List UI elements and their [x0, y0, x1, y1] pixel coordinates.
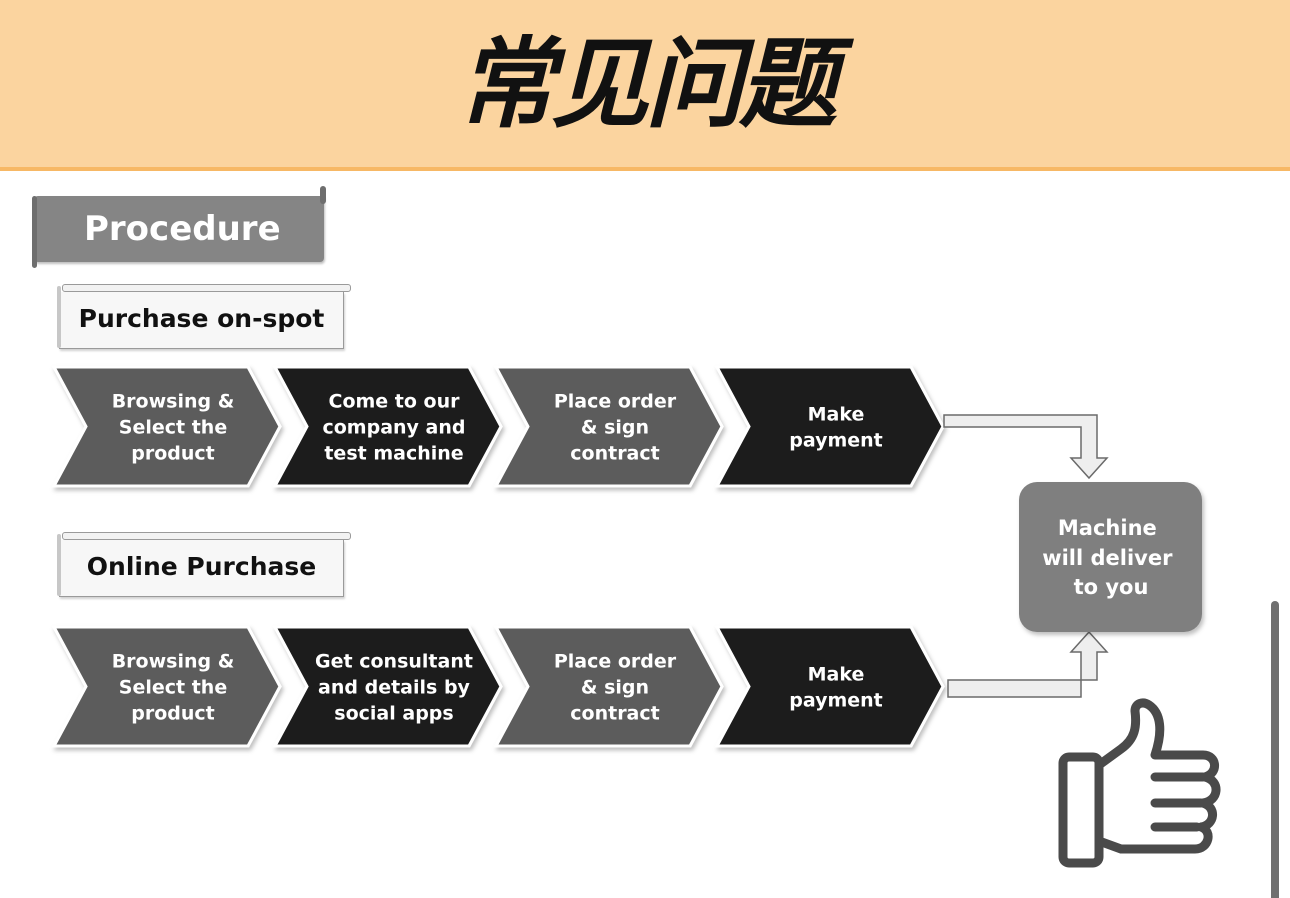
procedure-label: Procedure: [84, 209, 281, 249]
step-chevron-2-4: [714, 625, 945, 748]
step-chevron-1-4: [714, 365, 945, 488]
step-chevron-1-2: [272, 365, 503, 488]
scrollbar[interactable]: [1271, 601, 1279, 898]
lane-label-on-spot: Purchase on-spot: [78, 304, 325, 333]
result-line-2: will deliver: [1042, 546, 1173, 570]
result-line-1: Machine: [1058, 516, 1157, 540]
lane-label-tag-on-spot: Purchase on-spot: [57, 284, 351, 349]
arrow-to-result-bottom: [947, 630, 1109, 698]
svg-text:Machine will deliver: Machine will deliver to you: [1042, 516, 1180, 599]
flow-arrows: [943, 414, 1109, 698]
result-line-3: to you: [1074, 575, 1149, 599]
step-chevron-2-1: [51, 625, 282, 748]
result-box: Machine will deliver to you: [1019, 482, 1202, 632]
lane-label-online: Online Purchase: [86, 552, 317, 581]
step-chevron-1-3: [493, 365, 724, 488]
step-chevron-2-3: [493, 625, 724, 748]
arrow-to-result-top: [943, 414, 1109, 480]
step-chevron-2-2: [272, 625, 503, 748]
header-banner: 常见问题: [0, 0, 1290, 171]
page-title: 常见问题: [456, 28, 837, 142]
procedure-tag: Procedure: [32, 186, 326, 268]
thumbs-up-icon: [1058, 698, 1221, 868]
step-chevron-1-1: [51, 365, 282, 488]
lane-label-tag-online: Online Purchase: [57, 532, 351, 597]
